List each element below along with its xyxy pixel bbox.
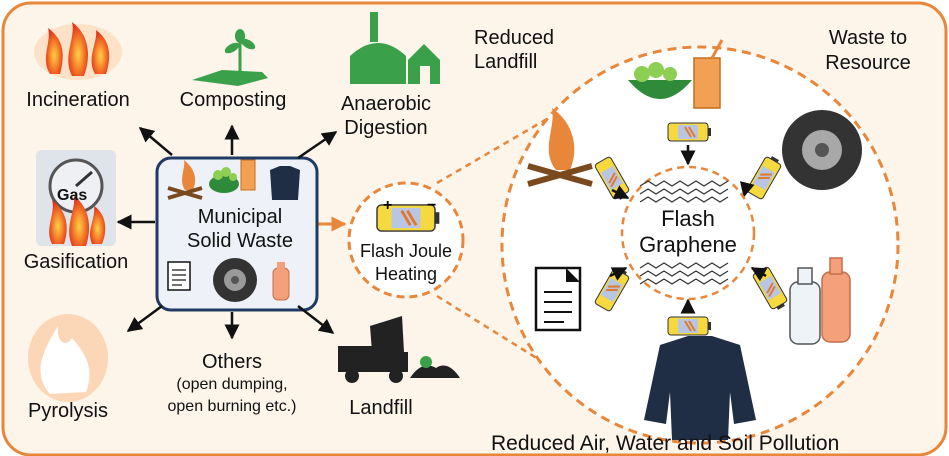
msw-fire-icon bbox=[167, 160, 203, 200]
msw-document-icon bbox=[167, 261, 191, 291]
arrow-lr-in bbox=[750, 266, 768, 282]
anaerobic-label-line1: Anaerobic bbox=[340, 93, 432, 115]
pyrolysis-flame-icon bbox=[28, 314, 108, 402]
gasification-label: Gasification bbox=[23, 251, 129, 273]
msw-tire-icon bbox=[213, 258, 257, 302]
battery-bottom bbox=[667, 316, 712, 336]
composting-label: Composting bbox=[179, 89, 287, 111]
waste-to-resource-line2: Resource bbox=[825, 52, 911, 74]
arrow-to-incineration bbox=[138, 127, 173, 156]
fjh-label-line1: Flash Joule bbox=[359, 241, 453, 261]
anaerobic-label-line2: Digestion bbox=[344, 117, 428, 139]
detail-document-icon bbox=[534, 266, 582, 332]
graphene-lattice-bottom bbox=[639, 262, 729, 285]
graphene-circle bbox=[620, 165, 756, 301]
others-label: Others bbox=[201, 351, 263, 373]
gas-gauge-label: Gas bbox=[57, 187, 88, 204]
others-note-line1: (open dumping, bbox=[176, 376, 288, 393]
detail-bottles-icon bbox=[789, 257, 851, 345]
detail-shirt-icon bbox=[644, 336, 756, 440]
others-note-line2: open burning etc.) bbox=[167, 398, 297, 415]
waste-to-resource-line1: Waste to bbox=[828, 27, 908, 49]
msw-label-line2: Solid Waste bbox=[187, 230, 293, 252]
svg-text:−: − bbox=[427, 197, 436, 214]
msw-bottle-icon bbox=[272, 262, 290, 301]
msw-label-line1: Municipal bbox=[197, 206, 283, 228]
svg-text:+: + bbox=[383, 197, 392, 214]
detail-fire-icon bbox=[527, 108, 593, 187]
pyrolysis-label: Pyrolysis bbox=[27, 400, 109, 422]
reduced-pollution-label: Reduced Air, Water and Soil Pollution bbox=[491, 432, 840, 455]
landfill-truck-icon bbox=[338, 316, 460, 383]
detail-tire-icon bbox=[782, 110, 862, 190]
fjh-label-line2: Heating bbox=[374, 264, 438, 284]
reduced-landfill-line2: Landfill bbox=[474, 51, 538, 73]
anaerobic-digester-icon bbox=[350, 12, 440, 84]
detail-food-icon bbox=[628, 39, 724, 109]
incineration-fire-icon bbox=[34, 22, 122, 80]
arrow-to-pyrolysis bbox=[126, 304, 163, 333]
landfill-label: Landfill bbox=[349, 397, 413, 419]
arrow-ll-in bbox=[609, 266, 628, 281]
arrow-to-anaerobic bbox=[297, 130, 338, 160]
composting-plant-icon bbox=[192, 29, 268, 86]
arrow-to-landfill bbox=[297, 305, 335, 334]
graphene-label-line1: Flash bbox=[661, 206, 715, 231]
graphene-label-line2: Graphene bbox=[639, 232, 737, 257]
gasification-gauge-icon bbox=[36, 150, 116, 246]
graphene-lattice-top bbox=[639, 180, 729, 203]
arrow-ul-in bbox=[611, 185, 630, 200]
msw-shirt-icon bbox=[270, 166, 300, 200]
msw-food-icon bbox=[209, 159, 256, 193]
battery-top bbox=[667, 122, 712, 142]
zoom-connector-bottom bbox=[436, 294, 613, 407]
arrow-ur-in bbox=[739, 181, 755, 198]
incineration-label: Incineration bbox=[26, 89, 130, 111]
reduced-landfill-line1: Reduced bbox=[474, 27, 555, 49]
